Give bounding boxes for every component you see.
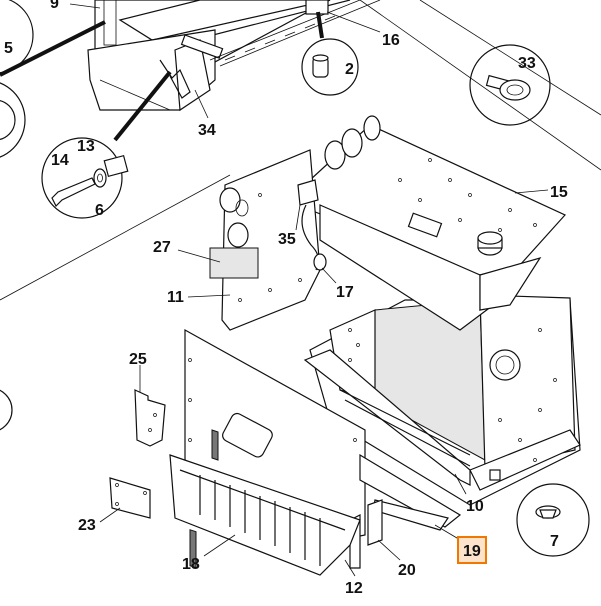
callout-19-highlight[interactable]: 19: [457, 536, 487, 564]
zoom-leader: [113, 70, 172, 142]
highlight-box: [457, 536, 487, 564]
callout-20: 20: [398, 562, 416, 579]
callout-12: 12: [345, 580, 363, 597]
callout-9: 9: [50, 0, 59, 12]
callout-14: 14: [51, 152, 69, 169]
grille-18: [169, 454, 361, 576]
callout-17: 17: [336, 284, 354, 301]
callout-23: 23: [78, 517, 96, 534]
callout-6: 6: [95, 202, 104, 219]
detail-circle-33: [469, 44, 551, 126]
heater-box: [303, 294, 581, 506]
top-lid: [309, 115, 566, 331]
block-20: [367, 499, 383, 546]
callout-25: 25: [129, 351, 147, 368]
callout-27: 27: [153, 239, 171, 256]
callout-2: 2: [345, 61, 354, 78]
plate-23: [109, 477, 151, 519]
callout-labels: 9 5 16 2 33 34 13 14 6 15 27 35 17 11 25…: [4, 0, 568, 597]
callout-10: 10: [466, 498, 484, 515]
boundary-line: [419, 0, 601, 116]
side-panel-11: [209, 149, 327, 331]
callout-35: 35: [278, 231, 296, 248]
callout-7: 7: [550, 533, 559, 550]
callout-18: 18: [182, 556, 200, 573]
callout-16: 16: [382, 32, 400, 49]
callout-15: 15: [550, 184, 568, 201]
grille-slats: [189, 529, 197, 569]
zoom-leader: [316, 11, 324, 39]
callout-19: 19: [463, 543, 481, 560]
detail-circle-5: [0, 0, 34, 74]
bracket-25: [134, 389, 166, 447]
upper-assembly: [87, 0, 381, 112]
callout-33: 33: [518, 55, 536, 72]
callout-13: 13: [77, 138, 95, 155]
slot-row: [224, 15, 336, 61]
boundary-line: [0, 174, 231, 301]
boundary-line: [359, 0, 601, 171]
detail-circle-2: [301, 38, 359, 96]
callout-11: 11: [167, 289, 184, 306]
detail-circle-left-lower: [0, 389, 13, 431]
callout-34: 34: [198, 122, 216, 139]
bar-19: [359, 453, 462, 531]
detail-circle-13-14-6: [41, 137, 129, 219]
detail-circle-7: [516, 483, 590, 557]
callout-5: 5: [4, 40, 13, 57]
detail-circle-left: [0, 82, 26, 158]
